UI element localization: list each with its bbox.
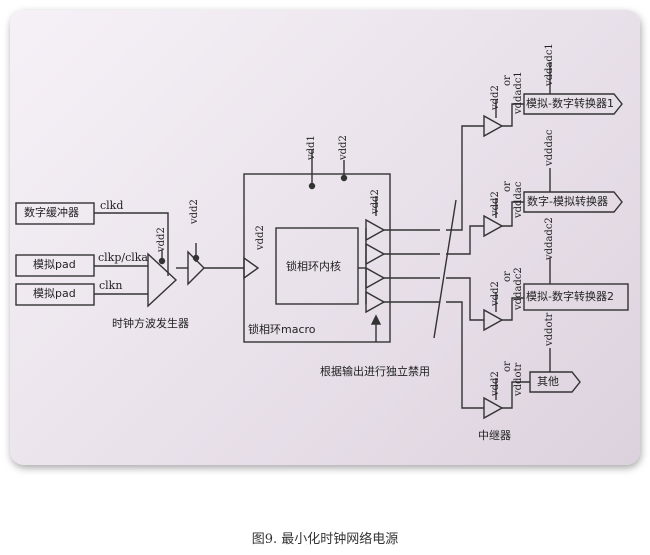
adc2-target	[523, 283, 629, 311]
repeater-adc1	[483, 114, 504, 138]
repeater-label: 中继器	[478, 429, 511, 442]
pll-output-buffer-3	[365, 266, 386, 290]
pll-output-buffer-1	[365, 218, 386, 242]
adc2-label: 模拟-数字转换器2	[526, 290, 614, 303]
rep4-vddotr: vddotr	[513, 362, 524, 396]
pll-core-label: 锁相环内核	[286, 260, 341, 273]
vdd2-label-pll: vdd2	[338, 135, 349, 160]
clkd-label: clkd	[100, 199, 124, 212]
rep1-vddadc1: vddadc1	[513, 71, 524, 114]
rep4-vdd2: vdd2	[490, 371, 501, 396]
adc1-label: 模拟-数字转换器1	[526, 97, 614, 110]
digital-buffer-label: 数字缓冲器	[24, 206, 79, 219]
repeater-other	[483, 396, 504, 420]
vdd2-label-outbuf: vdd2	[370, 189, 381, 214]
repeater-dac	[483, 214, 504, 238]
vdd2-label-buf: vdd2	[189, 199, 200, 224]
figure-caption: 图9. 最小化时钟网络电源	[251, 532, 399, 547]
clock-rx-label: 时钟方波发生器	[112, 317, 189, 330]
rep4-or: or	[502, 361, 513, 372]
rep3-or: or	[502, 271, 513, 282]
rep3-vdd2: vdd2	[490, 281, 501, 306]
dac-label: 数字-模拟转换器	[527, 195, 608, 208]
pll-macro-label: 锁相环macro	[248, 323, 316, 336]
rep3-vddadc2: vddadc2	[513, 267, 524, 310]
pll-output-buffer-2	[365, 242, 386, 266]
diagram-panel	[10, 10, 640, 465]
pll-macro-box	[243, 173, 391, 343]
rep1-vdd2: vdd2	[490, 85, 501, 110]
rep2-vdd2: vdd2	[490, 191, 501, 216]
dac-target	[523, 191, 623, 213]
pll-core-box	[275, 227, 359, 305]
target-vdddac: vdddac	[544, 129, 555, 166]
other-label: 其他	[537, 375, 559, 388]
target-vddadc1: vddadc1	[544, 43, 555, 86]
clkn-label: clkn	[99, 279, 123, 292]
adc1-target	[523, 93, 623, 115]
clkp-label: clkp/clka	[98, 251, 148, 264]
analog-pad-label-1: 模拟pad	[33, 258, 76, 271]
vdd1-label: vdd1	[306, 135, 317, 160]
disable-note-label: 根据输出进行独立禁用	[320, 365, 430, 378]
analog-pad-label-2: 模拟pad	[33, 287, 76, 300]
repeater-adc2	[483, 308, 504, 332]
vdd2-label-rx: vdd2	[156, 227, 167, 252]
clock-receiver-buffer	[147, 252, 178, 308]
vdd2-label-pll-in: vdd2	[255, 225, 266, 250]
rep2-vdddac: vdddac	[513, 181, 524, 218]
pll-output-buffer-4	[365, 290, 386, 314]
pll-input-buffer	[243, 256, 260, 280]
rep2-or: or	[502, 181, 513, 192]
target-vddadc2: vddadc2	[544, 217, 555, 260]
other-target	[529, 371, 581, 393]
disable-switch	[433, 199, 457, 339]
rep1-or: or	[502, 75, 513, 86]
target-vddotr: vddotr	[544, 312, 555, 346]
